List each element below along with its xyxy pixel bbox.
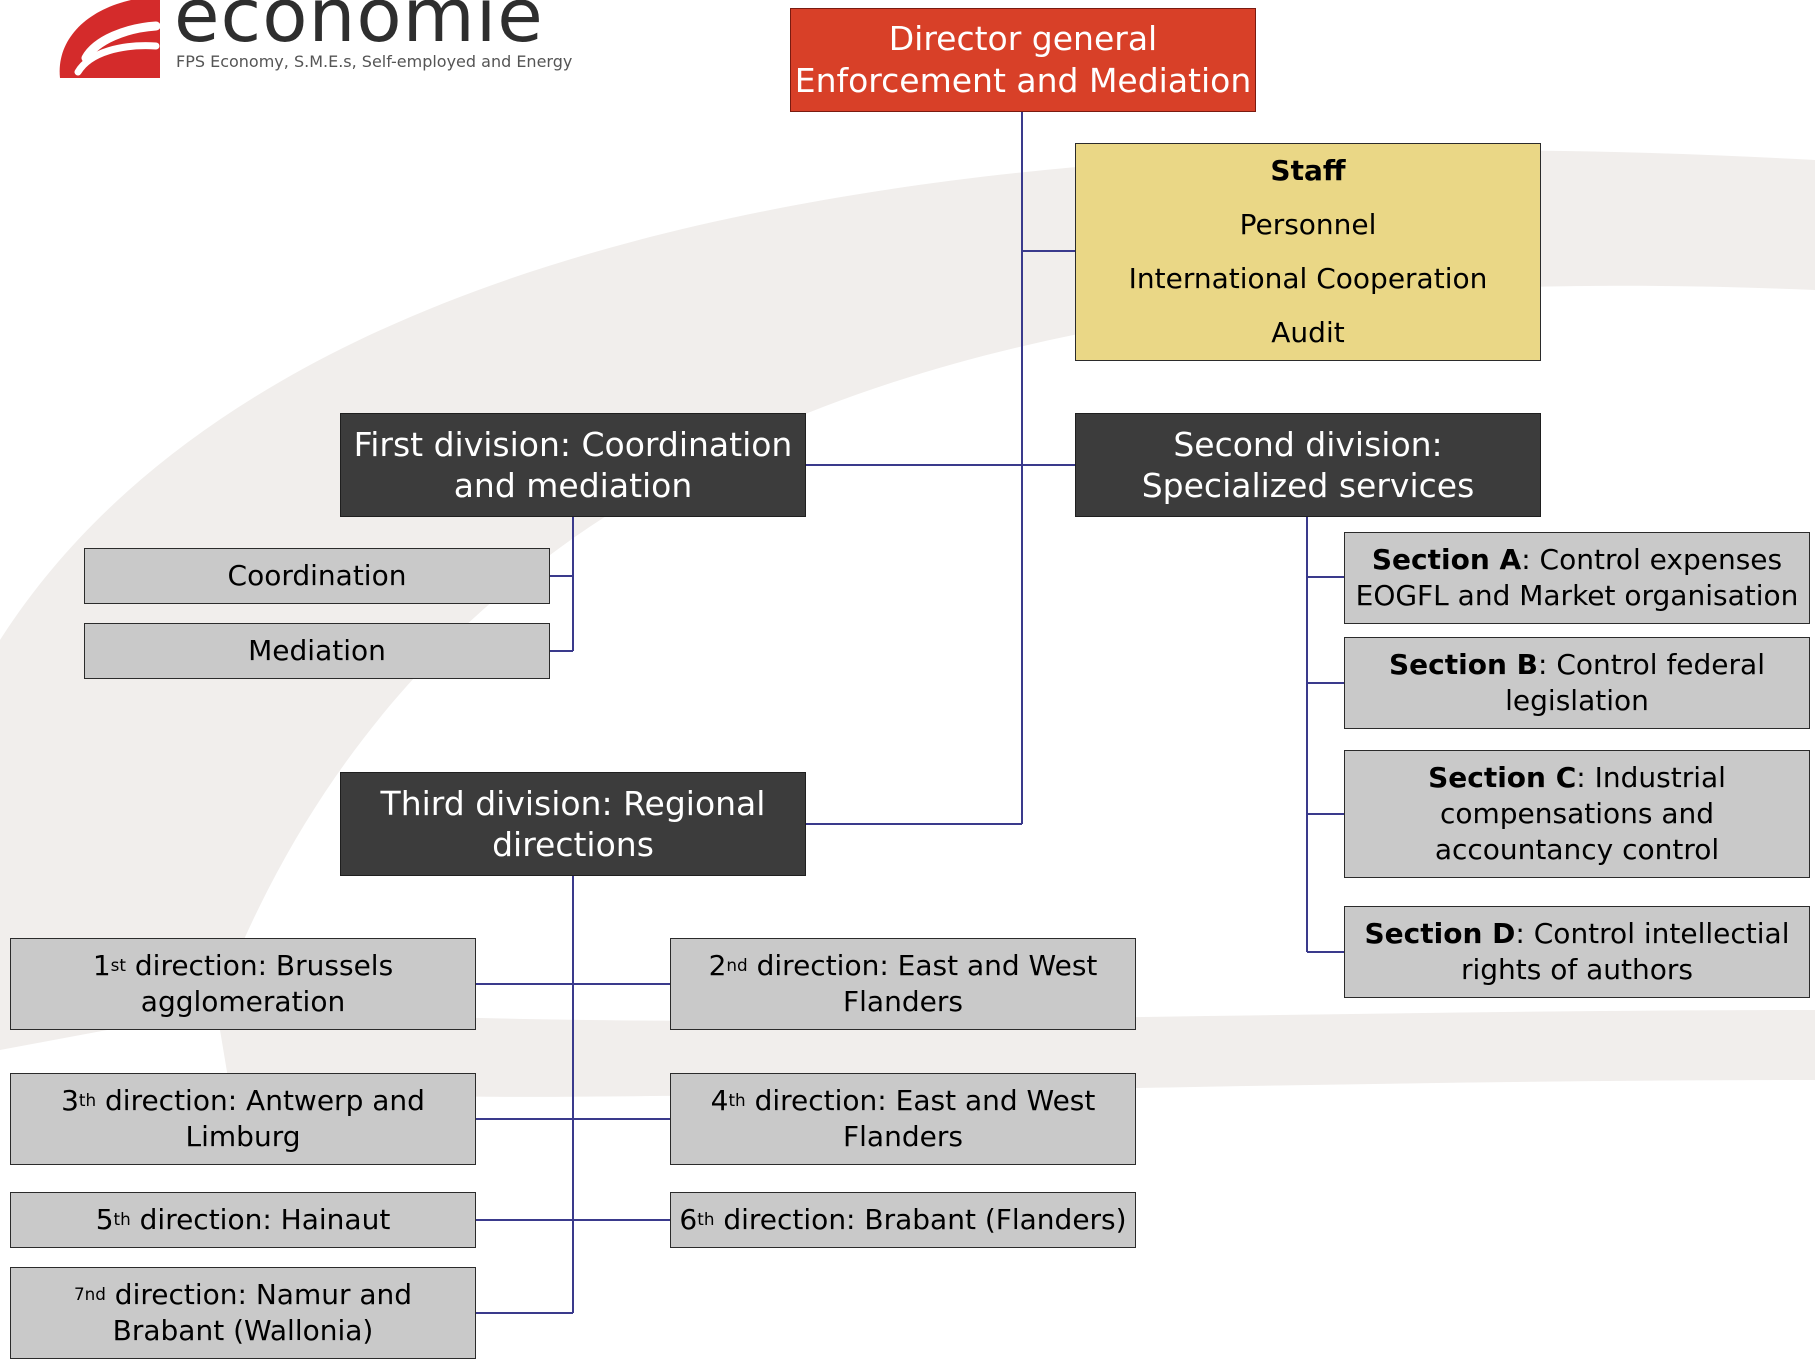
section-c-line-2: compensations and <box>1439 797 1715 830</box>
director-general-box: Director general Enforcement and Mediati… <box>790 8 1256 112</box>
direction-1-line-1: 1st direction: Brussels <box>93 948 393 984</box>
direction-7-text: direction: Namur and <box>105 1278 413 1311</box>
section-a-box: Section A: Control expenses EOGFL and Ma… <box>1344 532 1810 624</box>
section-c-box: Section C: Industrial compensations and … <box>1344 750 1810 878</box>
section-a-line-1: Section A: Control expenses <box>1372 542 1782 578</box>
section-c-line-3: accountancy control <box>1434 833 1720 866</box>
direction-1-line-2: agglomeration <box>140 985 346 1018</box>
section-d-line-2: rights of authors <box>1460 953 1694 986</box>
section-b-text-1: : Control federal <box>1538 648 1765 681</box>
background-band-shape <box>215 1000 1815 1097</box>
direction-6-line-1: 6th direction: Brabant (Flanders) <box>679 1202 1126 1238</box>
logo-wordmark: economie <box>174 0 544 59</box>
direction-5-box: 5th direction: Hainaut <box>10 1192 476 1248</box>
section-d-box: Section D: Control intellectial rights o… <box>1344 906 1810 998</box>
direction-2-line-2: Flanders <box>843 985 963 1018</box>
direction-7-box: 7nd direction: Namur and Brabant (Wallon… <box>10 1267 476 1359</box>
direction-3-sup: th <box>78 1089 97 1110</box>
second-division-box: Second division: Specialized services <box>1075 413 1541 517</box>
direction-2-line-1: 2nd direction: East and West <box>709 948 1098 984</box>
direction-1-text: direction: Brussels <box>125 949 394 982</box>
direction-7-line-2: Brabant (Wallonia) <box>112 1314 374 1347</box>
direction-4-line-2: Flanders <box>843 1120 963 1153</box>
section-a-text-1: : Control expenses <box>1521 543 1783 576</box>
direction-7-line-1: 7nd direction: Namur and <box>74 1277 412 1313</box>
section-d-text-1: : Control intellectial <box>1515 917 1790 950</box>
direction-6-box: 6th direction: Brabant (Flanders) <box>670 1192 1136 1248</box>
direction-5-line-1: 5th direction: Hainaut <box>96 1202 391 1238</box>
direction-1-num: 1 <box>92 949 111 982</box>
director-line-2: Enforcement and Mediation <box>794 61 1252 100</box>
first-division-line-1: First division: Coordination <box>353 425 793 464</box>
direction-4-box: 4th direction: East and West Flanders <box>670 1073 1136 1165</box>
section-c-text-1: : Industrial <box>1576 761 1726 794</box>
coordination-box: Coordination <box>84 548 550 604</box>
direction-6-text: direction: Brabant (Flanders) <box>714 1203 1127 1236</box>
staff-item-personnel: Personnel <box>1239 208 1377 241</box>
direction-2-sup: nd <box>726 954 748 975</box>
direction-4-num: 4 <box>710 1084 729 1117</box>
mediation-label: Mediation <box>248 634 386 667</box>
section-a-name: Section A <box>1371 543 1522 576</box>
direction-6-num: 6 <box>679 1203 698 1236</box>
direction-4-sup: th <box>728 1089 746 1110</box>
economie-logo: economie FPS Economy, S.M.E.s, Self-empl… <box>56 0 572 82</box>
first-division-line-2: and mediation <box>453 466 693 505</box>
mediation-box: Mediation <box>84 623 550 679</box>
section-d-line-1: Section D: Control intellectial <box>1365 916 1790 952</box>
second-division-line-1: Second division: <box>1173 425 1443 464</box>
section-b-line-2: legislation <box>1505 684 1649 717</box>
first-division-box: First division: Coordination and mediati… <box>340 413 806 517</box>
direction-3-line-2: Limburg <box>185 1120 301 1153</box>
second-division-line-2: Specialized services <box>1141 466 1475 505</box>
direction-4-text: direction: East and West <box>745 1084 1096 1117</box>
background-arc-shape <box>0 150 1815 1050</box>
section-b-line-1: Section B: Control federal <box>1389 647 1765 683</box>
direction-1-box: 1st direction: Brussels agglomeration <box>10 938 476 1030</box>
direction-3-box: 3th direction: Antwerp and Limburg <box>10 1073 476 1165</box>
staff-box: Staff Personnel International Cooperatio… <box>1075 143 1541 361</box>
staff-item-international-cooperation: International Cooperation <box>1128 262 1488 295</box>
direction-2-text: direction: East and West <box>747 949 1098 982</box>
direction-4-line-1: 4th direction: East and West <box>711 1083 1096 1119</box>
staff-title: Staff <box>1270 154 1346 187</box>
section-d-name: Section D <box>1364 917 1516 950</box>
section-c-name: Section C <box>1428 761 1577 794</box>
third-division-box: Third division: Regional directions <box>340 772 806 876</box>
direction-5-sup: th <box>113 1208 131 1229</box>
section-c-line-1: Section C: Industrial <box>1428 760 1726 796</box>
direction-1-sup: st <box>110 954 126 975</box>
direction-3-num: 3 <box>61 1084 79 1117</box>
director-line-1: Director general <box>888 19 1158 58</box>
logo-tagline: FPS Economy, S.M.E.s, Self-employed and … <box>176 52 573 71</box>
direction-2-num: 2 <box>708 949 727 982</box>
staff-item-audit: Audit <box>1271 316 1345 349</box>
coordination-label: Coordination <box>227 559 407 592</box>
direction-5-text: direction: Hainaut <box>130 1203 391 1236</box>
direction-3-line-1: 3th direction: Antwerp and <box>61 1083 425 1119</box>
section-b-name: Section B <box>1389 648 1538 681</box>
direction-3-text: direction: Antwerp and <box>96 1084 425 1117</box>
section-a-line-2: EOGFL and Market organisation <box>1355 579 1799 612</box>
economie-e-icon <box>59 0 160 78</box>
direction-5-num: 5 <box>95 1203 114 1236</box>
section-b-box: Section B: Control federal legislation <box>1344 637 1810 729</box>
direction-2-box: 2nd direction: East and West Flanders <box>670 938 1136 1030</box>
direction-7-sup: 7nd <box>73 1283 106 1304</box>
direction-6-sup: th <box>697 1208 715 1229</box>
third-division-line-2: directions <box>492 825 654 864</box>
third-division-line-1: Third division: Regional <box>380 784 766 823</box>
